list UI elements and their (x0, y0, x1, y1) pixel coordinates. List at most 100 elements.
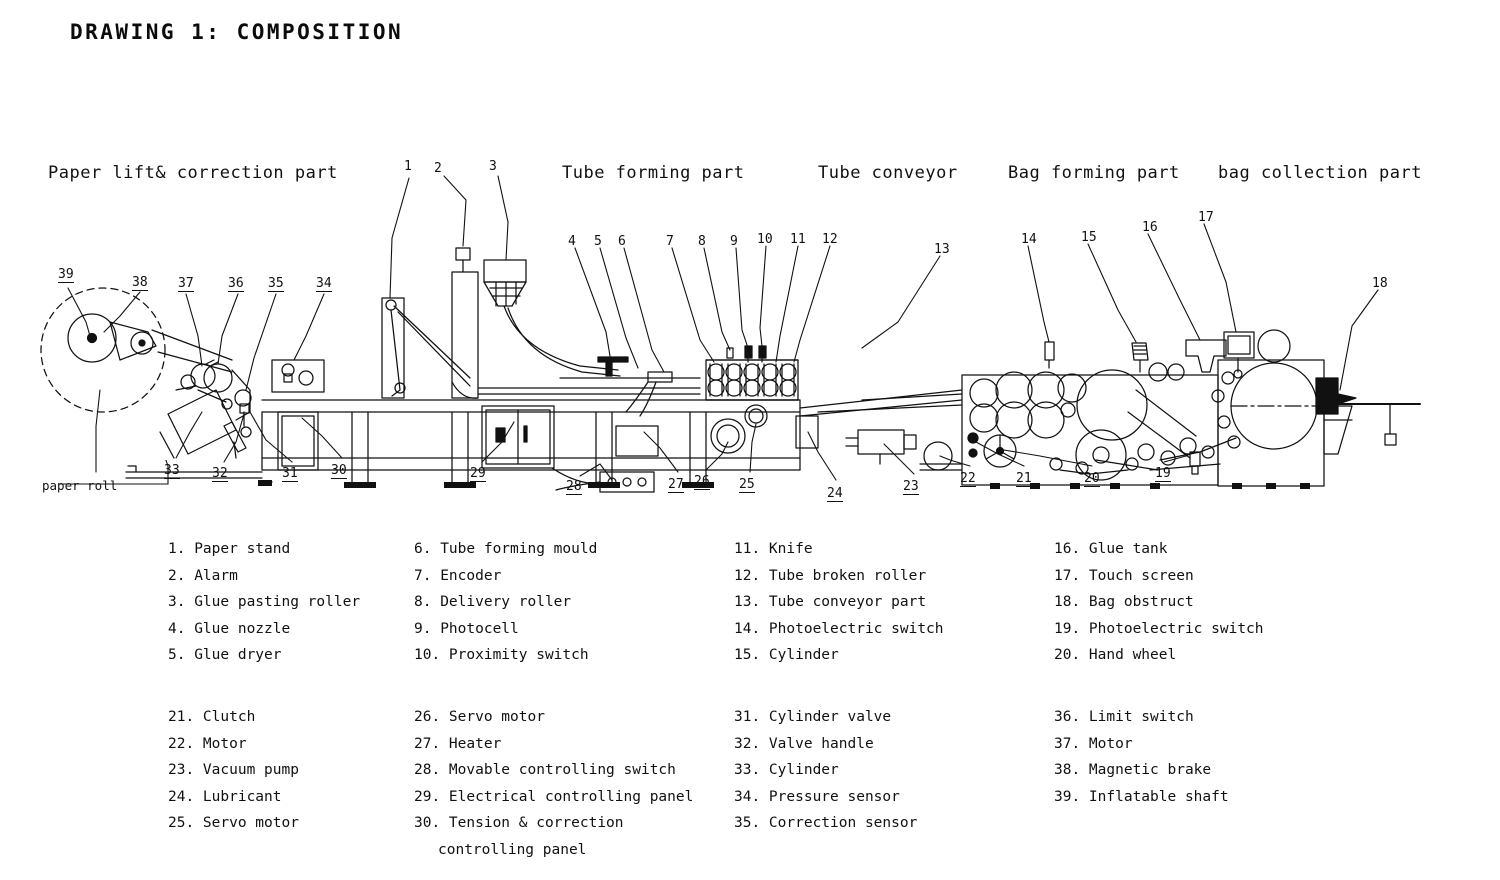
callout-19: 19 (1155, 466, 1171, 482)
legend-column-5: 26. Servo motor 27. Heater 28. Movable con… (414, 704, 693, 864)
legend-item: 9. Photocell (414, 620, 519, 637)
legend-column-6: 31. Cylinder valve 32. Valve handle 33. Cy… (734, 704, 917, 837)
movable-controlling-switch (555, 471, 655, 493)
inflatable-shaft (67, 313, 117, 363)
roller-stack-block (705, 345, 799, 401)
legend-item: 30. Tension & correction (414, 815, 624, 832)
callout-17: 17 (1198, 210, 1214, 225)
callout-37: 37 (178, 276, 194, 292)
legend-item: 31. Cylinder valve (734, 709, 892, 725)
legend-item: 27. Heater (414, 735, 502, 752)
section-header-2: Tube conveyor (818, 163, 958, 183)
callout-36: 36 (228, 276, 244, 292)
glue-tank (1185, 339, 1227, 373)
paper-roll-leader (60, 460, 169, 485)
callout-25: 25 (739, 477, 755, 493)
callout-7: 7 (666, 234, 674, 249)
leader-lines (67, 175, 1379, 481)
legend-item: 39. Inflatable shaft (1054, 788, 1229, 805)
callout-38: 38 (132, 275, 148, 291)
tension-correction-panel (277, 411, 319, 471)
bag-obstruct (1315, 377, 1421, 446)
magnetic-brake-arm (109, 321, 233, 373)
under-frame-components (615, 404, 819, 457)
legend-item: 5. Glue dryer (168, 647, 282, 664)
lift-cylinder (159, 389, 247, 459)
legend-item: 38. Magnetic brake (1054, 762, 1212, 779)
legend-item: 34. Pressure sensor (734, 788, 900, 805)
section-header-3: Bag forming part (1008, 163, 1180, 183)
callout-21: 21 (1016, 471, 1032, 487)
legend-item: 20. Hand wheel (1054, 647, 1177, 664)
callout-5: 5 (594, 234, 602, 249)
machine-assembly-diagram (40, 175, 1421, 493)
bag-collection-section (1149, 329, 1353, 489)
legend-item: 6. Tube forming mould (414, 541, 598, 557)
legend-item: 22. Motor (168, 735, 247, 752)
legend-item: 11. Knife (734, 541, 813, 557)
page-title: DRAWING 1: COMPOSITION (70, 20, 404, 44)
legend-item: 15. Cylinder (734, 647, 839, 664)
legend-item: 4. Glue nozzle (168, 620, 291, 637)
callout-32: 32 (212, 466, 228, 482)
floor-rail-left (125, 465, 263, 479)
paper-stand (381, 297, 471, 399)
drive-motor (919, 441, 963, 471)
legend-item: 3. Glue pasting roller (168, 594, 361, 611)
paper-roll-outline (40, 287, 166, 413)
glue-dryer-web (477, 377, 701, 395)
section-header-0: Paper lift& correction part (48, 163, 338, 183)
legend-item: 33. Cylinder (734, 762, 839, 779)
callout-31: 31 (282, 466, 298, 482)
legend-item: 13. Tube conveyor part (734, 594, 927, 611)
legend-item: 26. Servo motor (414, 709, 545, 725)
photoelectric-switch-14 (1044, 341, 1055, 369)
legend-item: 23. Vacuum pump (168, 762, 299, 779)
legend-item: 17. Touch screen (1054, 567, 1194, 584)
callout-13: 13 (934, 242, 950, 257)
callout-20: 20 (1084, 471, 1100, 487)
legend-item: 32. Valve handle (734, 735, 874, 752)
legend-item: 18. Bag obstruct (1054, 594, 1194, 611)
tube-forming-mould (625, 371, 673, 417)
main-frame (258, 399, 801, 488)
glue-nozzle (597, 356, 629, 377)
callout-35: 35 (268, 276, 284, 292)
cylinder-15 (1131, 342, 1185, 382)
callout-27: 27 (668, 477, 684, 493)
callout-30: 30 (331, 463, 347, 479)
callout-1: 1 (404, 159, 412, 174)
callout-29: 29 (470, 466, 486, 482)
callout-11: 11 (790, 232, 806, 247)
legend-item: 19. Photoelectric switch (1054, 620, 1264, 637)
callout-18: 18 (1372, 276, 1388, 291)
section-header-4: bag collection part (1218, 163, 1422, 183)
legend-item: 7. Encoder (414, 567, 502, 584)
glue-pasting-roller-assembly (483, 259, 621, 377)
callout-23: 23 (903, 479, 919, 495)
callout-15: 15 (1081, 230, 1097, 245)
callout-6: 6 (618, 234, 626, 249)
legend-item: 8. Delivery roller (414, 594, 572, 611)
callout-16: 16 (1142, 220, 1158, 235)
callout-9: 9 (730, 234, 738, 249)
legend-item: 25. Servo motor (168, 815, 299, 832)
callout-22: 22 (960, 471, 976, 487)
tube-conveyor (799, 389, 963, 417)
callout-4: 4 (568, 234, 576, 249)
callout-8: 8 (698, 234, 706, 249)
legend-item: 28. Movable controlling switch (414, 762, 676, 779)
vacuum-pump (845, 429, 917, 465)
electrical-controlling-panel (481, 405, 601, 485)
legend-item: 2. Alarm (168, 567, 238, 584)
legend-item: 12. Tube broken roller (734, 567, 927, 584)
pressure-sensor-box (271, 359, 325, 393)
callout-34: 34 (316, 276, 332, 292)
legend-item: 24. Lubricant (168, 788, 282, 805)
